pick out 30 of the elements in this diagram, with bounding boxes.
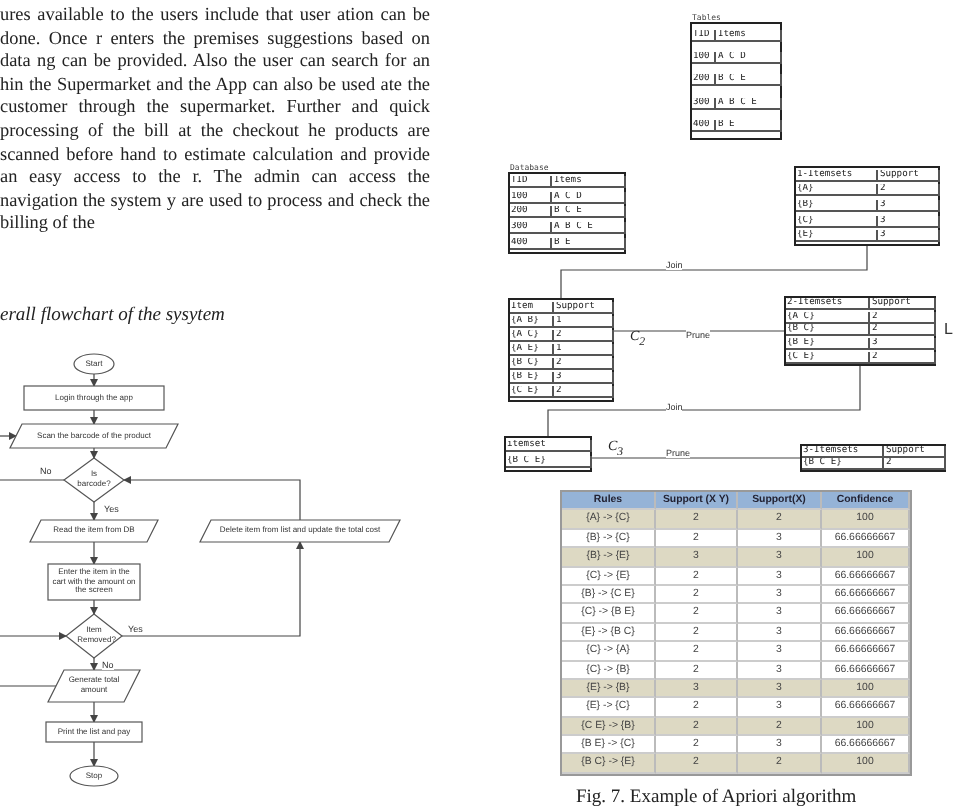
- io-parallelogram: [30, 520, 158, 542]
- arrow: [90, 657, 98, 671]
- terminal-oval: [70, 766, 118, 786]
- terminal-oval: [74, 354, 114, 374]
- io-parallelogram: [200, 520, 400, 542]
- data-table: [784, 296, 936, 366]
- arrow: [0, 632, 67, 640]
- body-paragraph: ures available to the users include that user ation can be done. Once r enters the premises suggestions based on data ng can be provided. Also the user can search for an hin the Supermarket and the App can also be used ate the customer through the supermarket. Further and quick processing of the bill at the checkout he products are scanned before hand to estimate calculation and provide an easy access to the r. The admin can access the navigation the system y are used to process and check the billing of the: [0, 4, 430, 236]
- io-parallelogram: [48, 670, 140, 702]
- process-box: [46, 722, 142, 742]
- decision-diamond: [64, 458, 124, 502]
- data-table: [794, 166, 940, 246]
- arrow: [0, 432, 17, 440]
- arrow: [90, 409, 98, 425]
- io-parallelogram: [10, 424, 178, 448]
- arrow: [90, 501, 98, 521]
- process-box: [24, 386, 164, 410]
- figure-caption: erall flowchart of the sysytem: [0, 306, 225, 326]
- arrow: [121, 541, 304, 637]
- decision-diamond: [66, 614, 122, 658]
- figure-caption: Fig. 7. Example of Apriori algorithm: [576, 788, 857, 808]
- arrow: [90, 599, 98, 615]
- arrow: [90, 741, 98, 767]
- arrow: [90, 447, 98, 459]
- data-table: [800, 444, 946, 472]
- arrow: [90, 701, 98, 723]
- table-label: L: [944, 320, 953, 338]
- arrow: [123, 476, 301, 521]
- arrow: [90, 373, 98, 387]
- arrow: [90, 541, 98, 565]
